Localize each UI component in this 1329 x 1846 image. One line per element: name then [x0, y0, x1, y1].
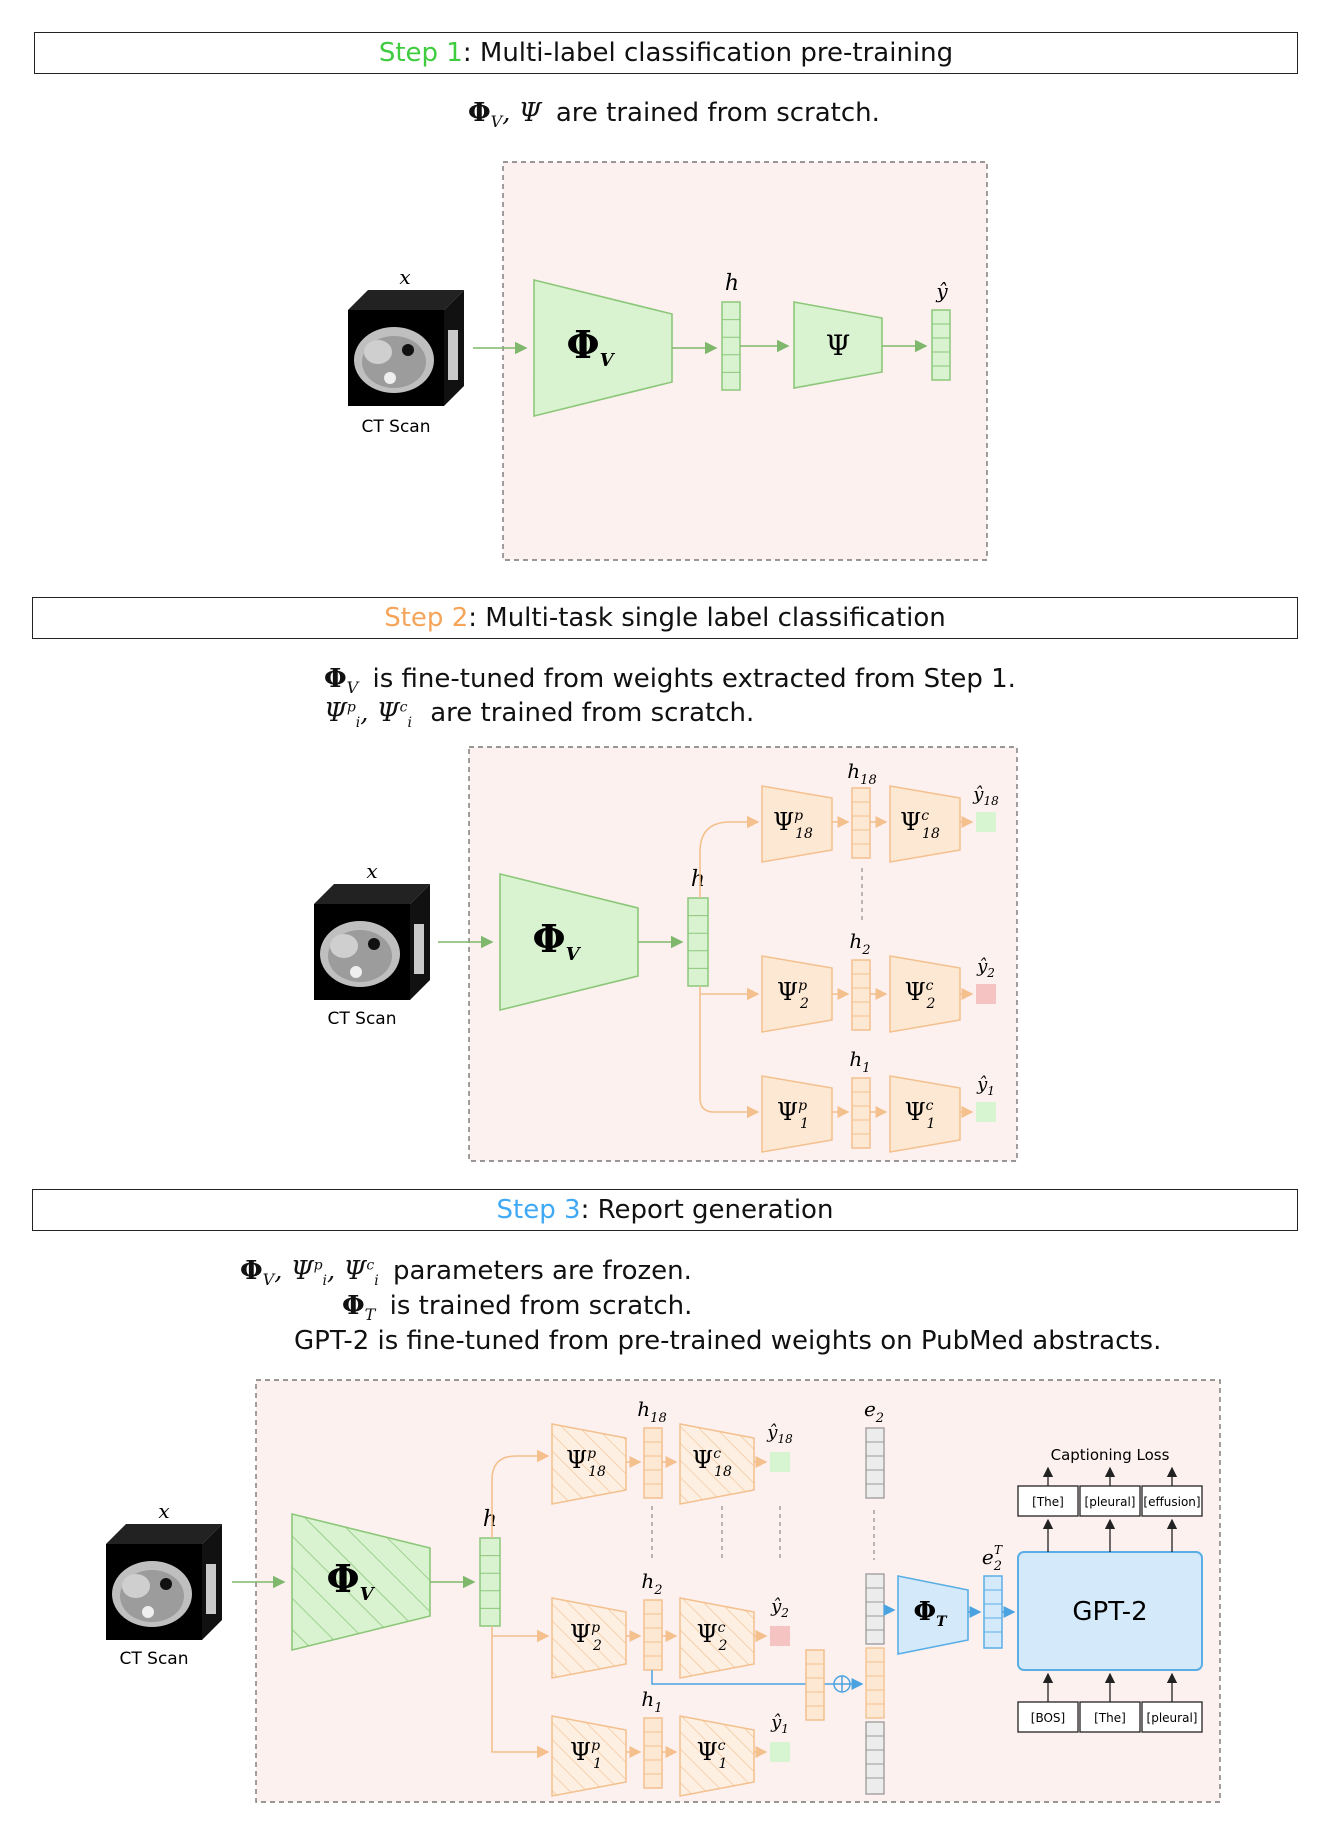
step2-branch-18	[699, 815, 760, 898]
step1-psi-label: Ψ	[826, 329, 851, 362]
step2-ct-scan-image	[314, 884, 430, 1000]
step3-scan-label: CT Scan	[120, 1649, 189, 1669]
step3-line2-text: is trained from scratch.	[389, 1291, 693, 1321]
step1-caption: ΦV, Ψ are trained from scratch.	[468, 98, 880, 131]
step2-encoder-phi-v	[499, 872, 639, 1012]
step3-h-label: h	[483, 1507, 497, 1532]
step3-ct-scan-image	[106, 1524, 222, 1640]
step3-input-label: x	[158, 1499, 169, 1523]
step3-projection-phi-t	[897, 1575, 969, 1655]
output-tokens: [The] [pleural] [effusion]	[1017, 1466, 1203, 1552]
psi-p-symbol: Ψpi, Ψci	[324, 698, 412, 732]
step3-e2-stack	[865, 1573, 885, 1795]
step1-caption-text: are trained from scratch.	[555, 98, 880, 128]
step3-h-vector	[479, 1537, 501, 1627]
output-token-text: [pleural]	[1085, 1495, 1136, 1509]
step3-h2-to-combine	[651, 1670, 834, 1685]
phi-v-symbol: Φ	[468, 98, 491, 128]
step2-line2-text: are trained from scratch.	[430, 698, 755, 728]
input-token-1: [The]	[1079, 1672, 1141, 1733]
step1-title-box: Step 1: Multi-label classification pre-t…	[34, 32, 1298, 74]
step2-title-box: Step 2: Multi-task single label classifi…	[32, 597, 1298, 639]
step2-step-word: Step 2	[384, 603, 469, 633]
step3-line3-text: GPT-2 is fine-tuned from pre-trained wei…	[294, 1326, 1162, 1356]
phi-v-symbol: Φ	[324, 664, 347, 694]
step3-e2-top-vector	[865, 1427, 885, 1499]
step2-branch-1	[699, 986, 760, 1119]
step3-caption-line3: GPT-2 is fine-tuned from pre-trained wei…	[294, 1326, 1161, 1356]
step3-caption-line1: ΦV, Ψpi, Ψci parameters are frozen.	[240, 1256, 692, 1290]
step1-step-word: Step 1	[378, 38, 463, 68]
input-tokens: [BOS] [The] [pleural]	[1017, 1672, 1203, 1733]
step3-caption-line2: ΦT is trained from scratch.	[342, 1291, 693, 1325]
step1-ct-scan-image	[348, 290, 464, 406]
output-token-text: [The]	[1032, 1495, 1064, 1509]
step1-yhat-vector	[931, 309, 951, 381]
phi-v-subscript: V	[490, 112, 503, 132]
step1-h-vector	[721, 301, 741, 391]
step2-caption-line2: Ψpi, Ψci are trained from scratch.	[324, 698, 754, 731]
step1-scan-label: CT Scan	[362, 417, 431, 437]
input-token-text: [The]	[1094, 1711, 1126, 1725]
phi-v-symbol: Φ	[240, 1256, 263, 1286]
output-token-2: [effusion]	[1141, 1466, 1203, 1552]
step2-title-text: : Multi-task single label classification	[468, 603, 946, 633]
step2-h-vector	[687, 897, 709, 987]
concat-plus-icon	[833, 1675, 851, 1693]
step1-input-label: x	[399, 265, 410, 289]
step3-branch-1	[491, 1626, 550, 1759]
step3-title-text: : Report generation	[580, 1195, 834, 1225]
step3-e2t-vector	[983, 1575, 1003, 1649]
output-token-0: [The]	[1017, 1466, 1079, 1552]
output-token-text: [effusion]	[1143, 1495, 1200, 1509]
input-token-2: [pleural]	[1141, 1672, 1203, 1733]
step3-ellipsis-lines	[651, 1506, 875, 1560]
input-token-text: [pleural]	[1147, 1711, 1198, 1725]
step1-h-label: h	[725, 271, 739, 296]
psi-symbol: , Ψ	[502, 98, 542, 128]
step2-caption-line1: ΦV is fine-tuned from weights extracted …	[324, 664, 1016, 697]
step3-combined-vector	[805, 1649, 825, 1721]
step3-e2t-label: e2T	[982, 1543, 1003, 1574]
step3-line1-text: parameters are frozen.	[392, 1256, 692, 1286]
step1-classifier-psi	[793, 301, 883, 389]
step3-encoder-phi-v-frozen	[291, 1512, 431, 1652]
step3-step-word: Step 3	[496, 1195, 581, 1225]
step2-h-label: h	[691, 867, 705, 892]
captioning-loss-label: Captioning Loss	[1051, 1446, 1170, 1464]
step3-title-box: Step 3: Report generation	[32, 1189, 1298, 1231]
input-token-0: [BOS]	[1017, 1672, 1079, 1733]
phi-v-subscript: V	[346, 678, 359, 698]
output-token-1: [pleural]	[1079, 1466, 1141, 1552]
phi-t-symbol: Φ	[342, 1291, 365, 1321]
step1-yhat-label: ŷ	[935, 279, 948, 303]
input-token-text: [BOS]	[1031, 1711, 1065, 1725]
step1-title-text: : Multi-label classification pre-trainin…	[462, 38, 954, 68]
step3-branch-18	[491, 1449, 550, 1538]
step2-input-label: x	[366, 859, 377, 883]
step1-encoder-phi-v	[533, 278, 673, 418]
step2-scan-label: CT Scan	[328, 1009, 397, 1029]
gpt2-label: GPT-2	[1072, 1597, 1147, 1627]
step2-line1-text: is fine-tuned from weights extracted fro…	[372, 664, 1016, 694]
